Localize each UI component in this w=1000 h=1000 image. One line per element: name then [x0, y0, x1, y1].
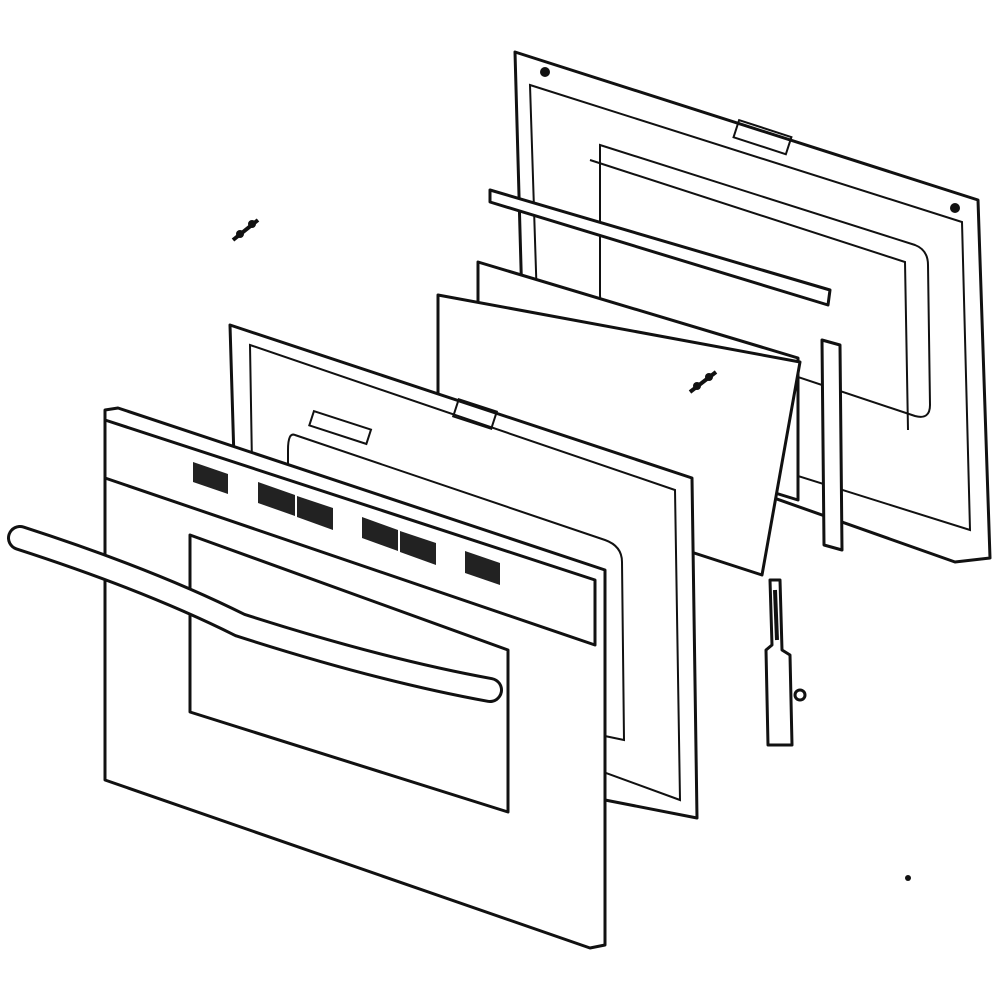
screw-icon — [905, 875, 911, 881]
screw-icon — [688, 370, 718, 394]
vent-slots — [193, 462, 500, 585]
door-hinge — [764, 578, 807, 747]
door-window — [188, 533, 510, 814]
outer-door-panel — [103, 406, 607, 950]
screw-icon — [231, 218, 260, 242]
door-handle — [7, 525, 503, 703]
side-channel — [820, 338, 844, 552]
